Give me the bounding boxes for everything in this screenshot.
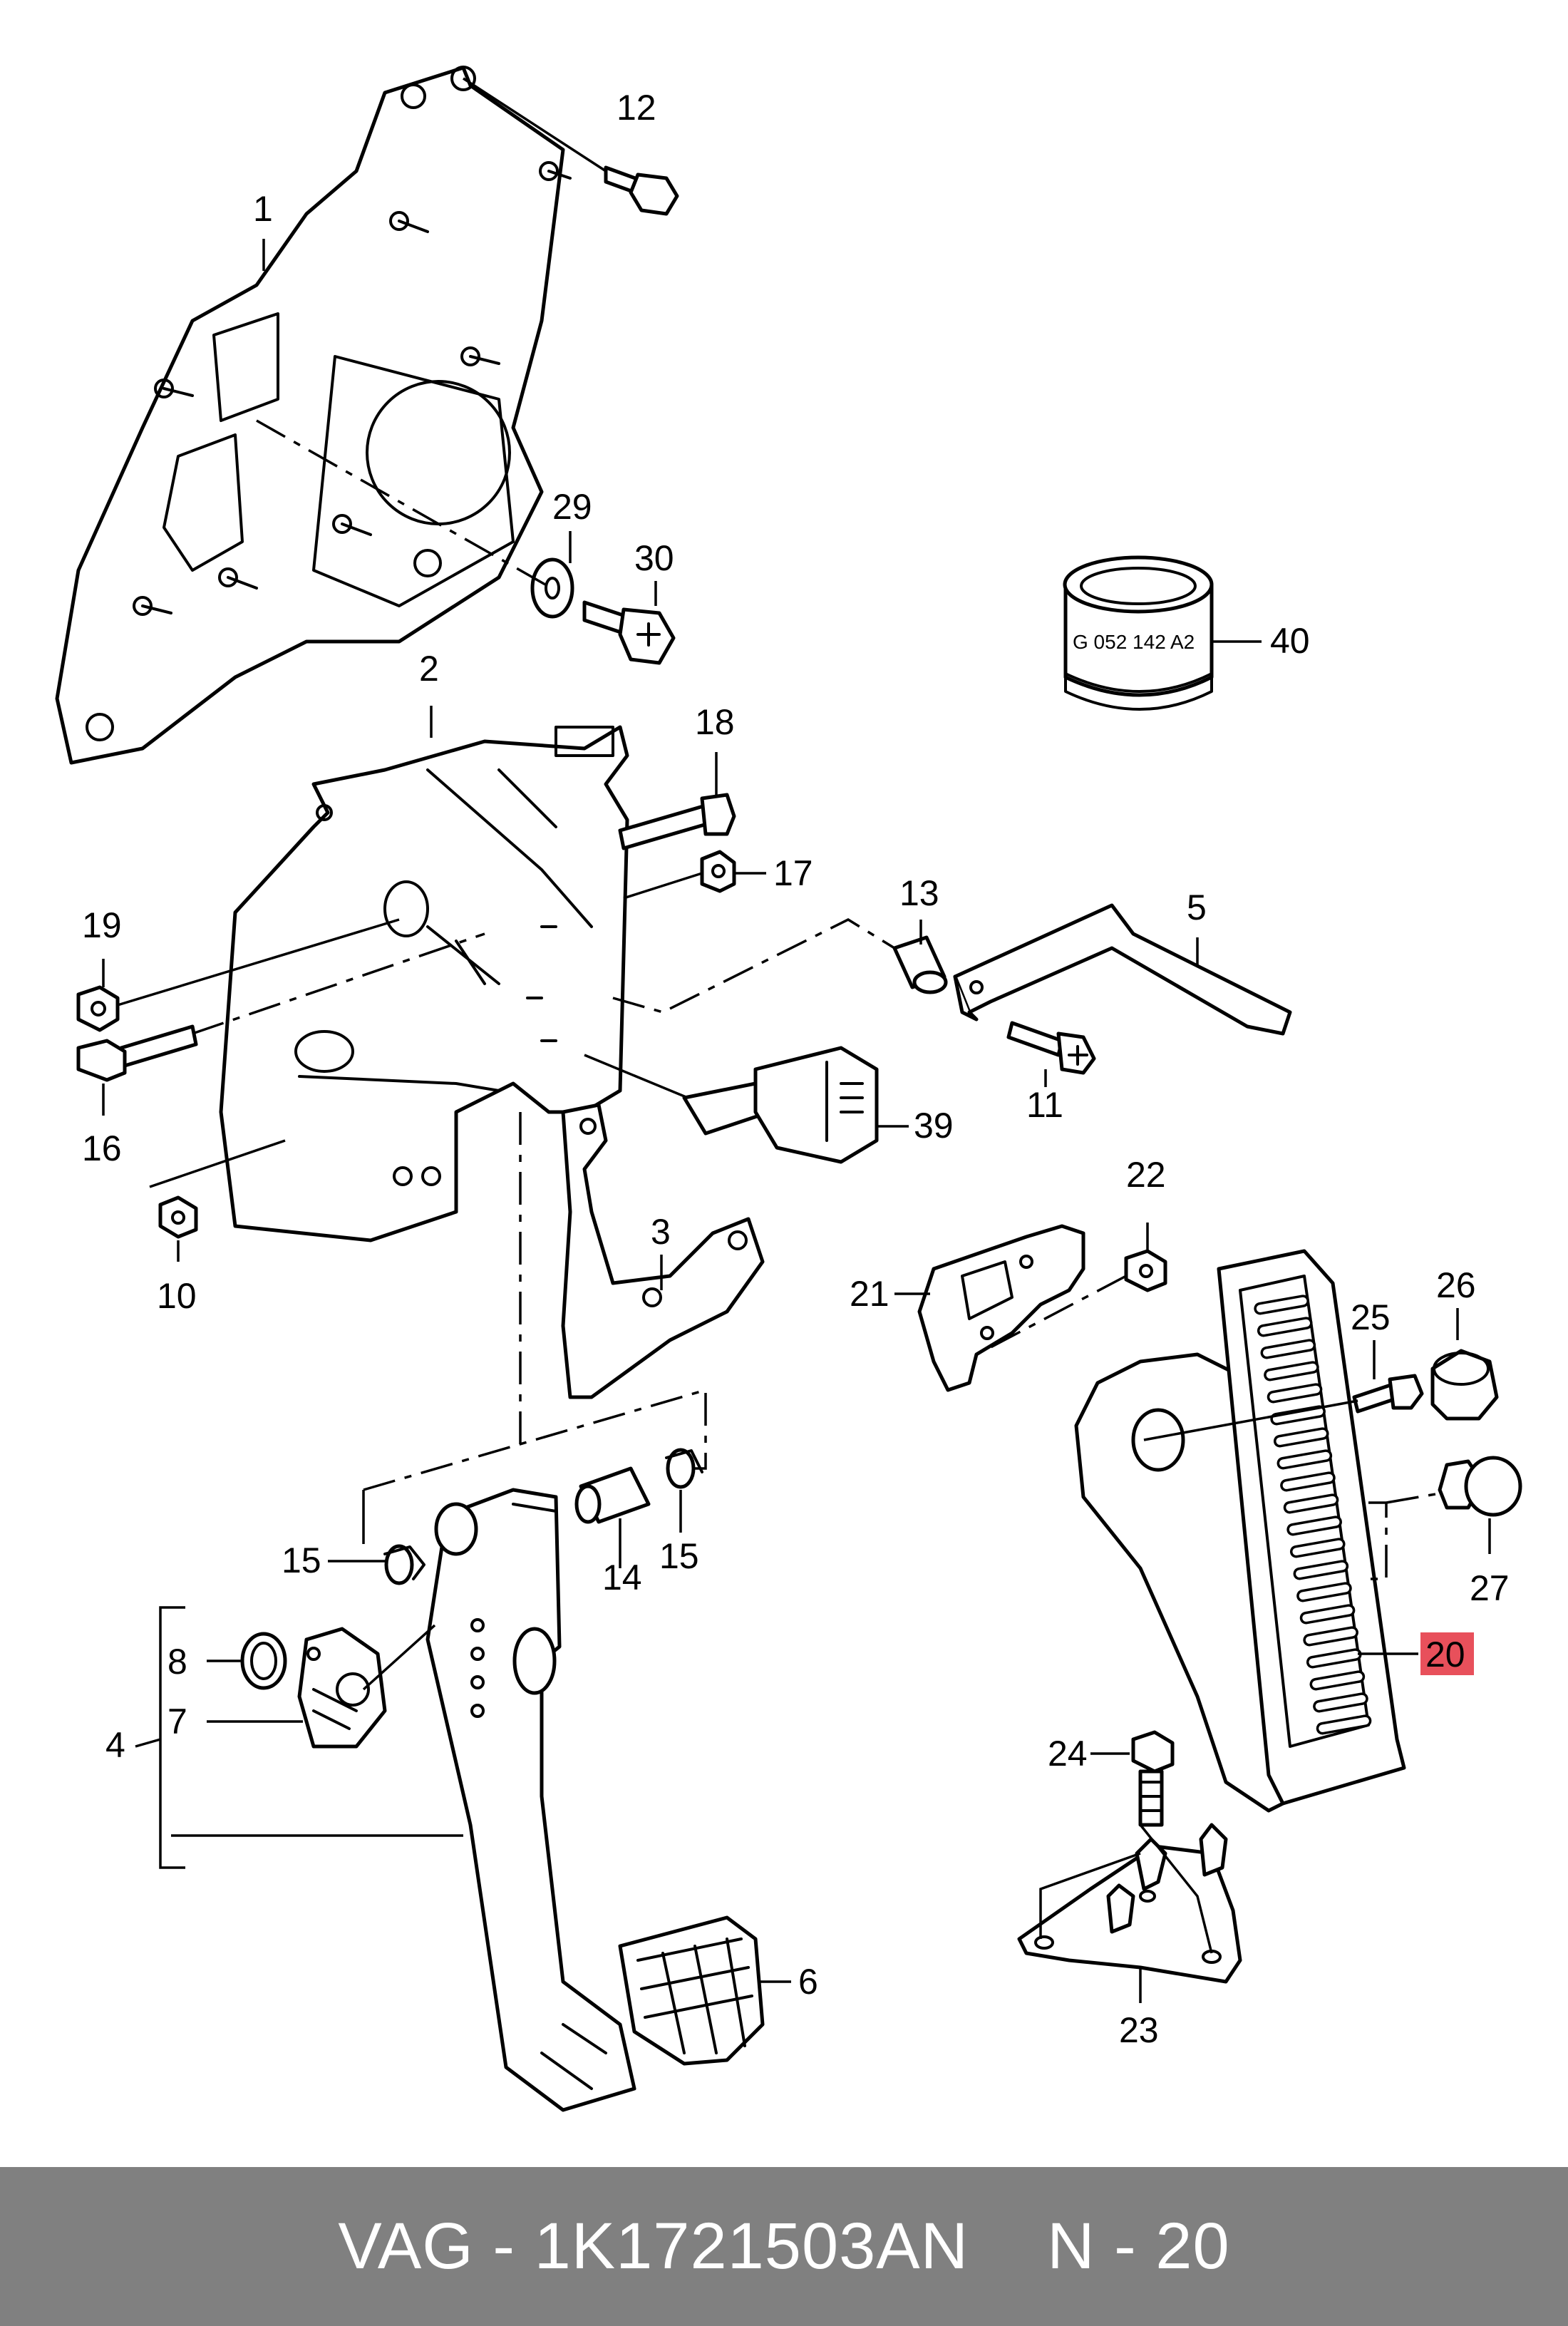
callout-25: 25 [1351, 1297, 1391, 1337]
callout-23: 23 [1119, 2010, 1159, 2050]
part-39-switch [682, 1046, 879, 1164]
pedal-groove [1299, 1604, 1356, 1625]
callout-24: 24 [1048, 1734, 1088, 1774]
footer-position: N - 20 [1047, 2210, 1230, 2283]
part-7-sensor [297, 1627, 387, 1749]
pedal-groove [1254, 1295, 1309, 1315]
part-19-nut [76, 985, 120, 1032]
part-27-cap [1438, 1456, 1522, 1517]
part-25-screw [1352, 1374, 1424, 1414]
pedal-groove [1293, 1560, 1349, 1580]
callout-21: 21 [850, 1274, 889, 1314]
pedal-groove [1264, 1361, 1319, 1381]
callout-26: 26 [1436, 1265, 1476, 1305]
pedal-groove [1273, 1427, 1329, 1448]
callout-4: 4 [105, 1725, 125, 1765]
callout-11: 11 [1026, 1085, 1063, 1125]
pedal-groove [1280, 1471, 1336, 1492]
callout-17: 17 [773, 853, 813, 893]
accelerator-pedal-grooves [1254, 1295, 1372, 1735]
part-3-plate [561, 1103, 765, 1399]
callout-7: 7 [167, 1702, 187, 1741]
part-26-cap [1430, 1349, 1499, 1421]
part-12-bolt [604, 165, 679, 216]
pedal-groove [1270, 1405, 1326, 1426]
callout-30: 30 [634, 538, 674, 578]
callout-40: 40 [1270, 621, 1310, 661]
pedal-groove [1303, 1626, 1358, 1647]
pedal-groove [1313, 1692, 1368, 1713]
pedal-groove [1316, 1714, 1372, 1735]
part-16-bolt [76, 1024, 198, 1082]
callout-22: 22 [1126, 1155, 1166, 1195]
part-4-pedal [425, 1488, 636, 2112]
callout-27: 27 [1470, 1568, 1510, 1608]
part-17-nut [700, 850, 736, 893]
part-15-bushing-right [665, 1448, 703, 1489]
part-13-bushing [892, 935, 948, 994]
part-10-nut [158, 1195, 198, 1239]
pedal-groove [1283, 1493, 1339, 1514]
pedal-groove [1289, 1538, 1346, 1558]
part-40-bushing: G 052 142 A2 [1063, 555, 1214, 711]
pedal-groove [1296, 1582, 1352, 1602]
pedal-groove [1309, 1670, 1366, 1691]
footer-part-number: VAG - 1K1721503AN [338, 2210, 969, 2283]
callout-15-right: 15 [659, 1536, 699, 1576]
part-24-bolt [1131, 1730, 1175, 1827]
pedal-groove [1267, 1383, 1323, 1404]
callout-1: 1 [253, 189, 273, 229]
callout-5: 5 [1187, 887, 1207, 927]
callout-16: 16 [82, 1128, 122, 1168]
callout-3: 3 [651, 1212, 671, 1252]
callout-14: 14 [602, 1558, 642, 1597]
part-18-bolt [618, 793, 736, 850]
callout-19: 19 [82, 905, 122, 945]
part-22-nut [1124, 1249, 1167, 1292]
part-1-bracket [55, 66, 572, 765]
callout-39: 39 [914, 1106, 954, 1146]
part-40-stamp: G 052 142 A2 [1073, 631, 1195, 653]
callout-2: 2 [419, 649, 439, 689]
pedal-groove [1260, 1339, 1316, 1359]
part-21-bracket [917, 1224, 1085, 1392]
callout-18: 18 [695, 702, 735, 742]
pedal-groove [1257, 1317, 1313, 1337]
part-23-mounting-plate [1017, 1823, 1242, 1984]
part-2-pedal-box [219, 725, 629, 1242]
callout-15-left: 15 [282, 1540, 321, 1580]
callout-29: 29 [552, 487, 592, 527]
footer-bar: VAG - 1K1721503AN N - 20 [0, 2167, 1568, 2326]
callout-13: 13 [899, 873, 939, 913]
part-8-ring [240, 1632, 287, 1690]
part-29-washer [530, 557, 574, 619]
pedal-groove [1276, 1449, 1333, 1470]
part-11-screw [1006, 1021, 1096, 1075]
callout-20-highlight [1420, 1632, 1474, 1675]
parts-diagram: 1 12 29 30 G 052 142 A2 40 [55, 66, 1522, 2112]
callout-6: 6 [798, 1962, 818, 2002]
callout-12: 12 [617, 88, 656, 128]
callout-20: 20 [1425, 1635, 1465, 1674]
part-14-sleeve [574, 1466, 651, 1524]
part-6-pedal-pad [618, 1915, 765, 2066]
part-5-bracket [953, 903, 1292, 1036]
callout-10: 10 [157, 1276, 197, 1316]
part-15-bushing-left [383, 1544, 425, 1585]
part-30-bolt [582, 600, 676, 665]
pedal-groove [1286, 1515, 1342, 1536]
callout-8: 8 [167, 1642, 187, 1682]
